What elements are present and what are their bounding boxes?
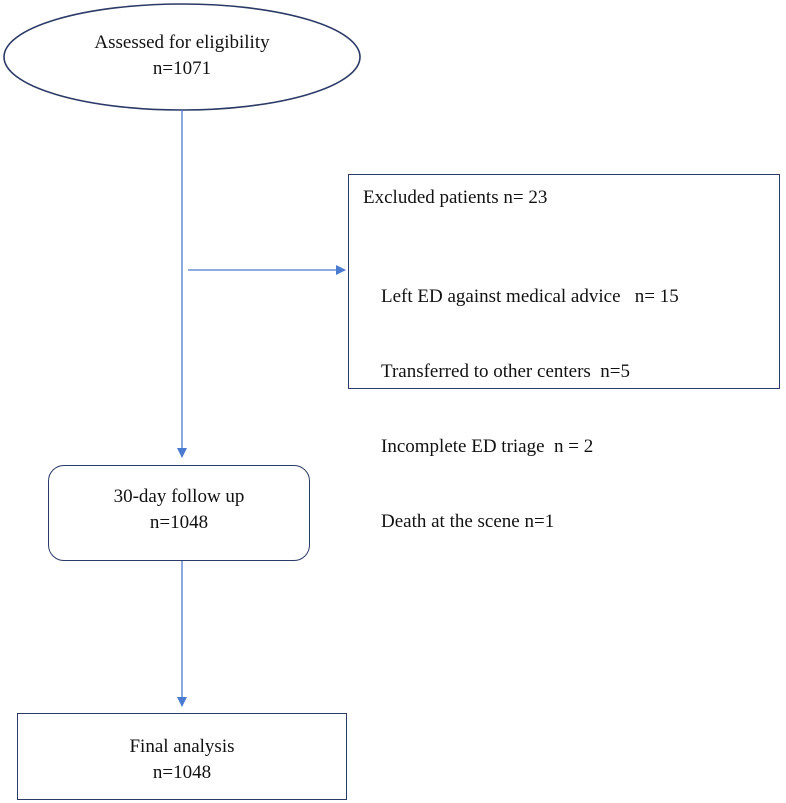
followup-text: 30-day follow up n=1048 xyxy=(49,484,309,536)
followup-count: n=1048 xyxy=(149,512,209,533)
followup-label: 30-day follow up xyxy=(113,486,245,507)
assessed-count: n=1071 xyxy=(152,58,212,79)
excluded-reason-item: Incomplete ED triage n = 2 xyxy=(381,436,594,457)
assessed-node: Assessed for eligibility n=1071 xyxy=(4,30,360,82)
final-text: Final analysis n=1048 xyxy=(18,734,346,786)
excluded-reason-item: Death at the scene n=1 xyxy=(381,511,555,532)
final-box: Final analysis n=1048 xyxy=(17,713,347,800)
followup-box: 30-day follow up n=1048 xyxy=(48,465,310,561)
final-count: n=1048 xyxy=(152,762,212,783)
final-label: Final analysis xyxy=(129,736,235,757)
excluded-reason-item: Transferred to other centers n=5 xyxy=(381,361,631,382)
excluded-reasons-list: Left ED against medical advice n= 15 Tra… xyxy=(381,234,679,584)
assessed-label: Assessed for eligibility xyxy=(94,32,270,53)
excluded-reason-item: Left ED against medical advice n= 15 xyxy=(381,286,679,307)
excluded-box: Excluded patients n= 23 Left ED against … xyxy=(348,174,780,532)
excluded-title: Excluded patients n= 23 xyxy=(363,187,548,208)
